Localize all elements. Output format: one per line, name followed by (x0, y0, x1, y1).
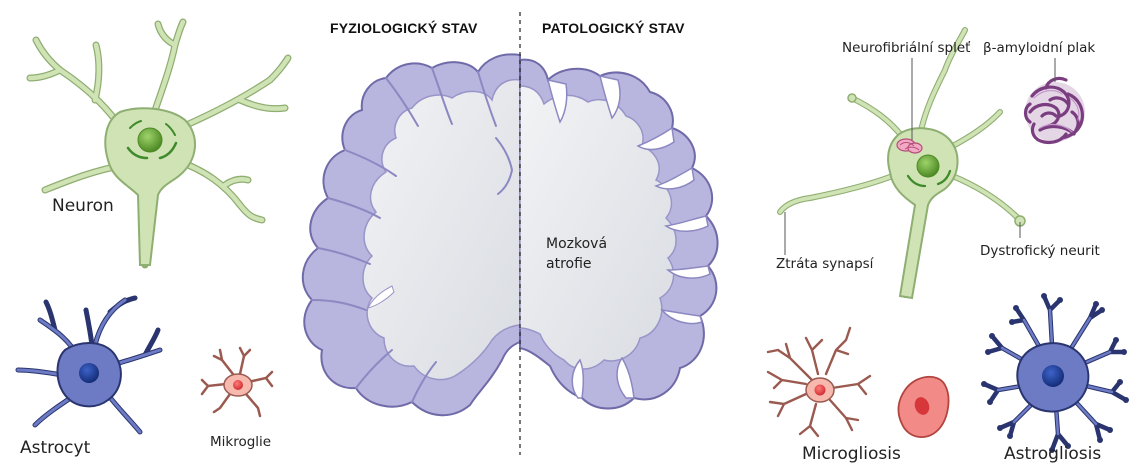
label-neuron: Neuron (52, 196, 114, 216)
microglia-nucleus (233, 380, 243, 390)
healthy-astrocyte (18, 298, 160, 432)
neuron-nucleus (138, 128, 162, 152)
brain-section (303, 12, 718, 455)
label-atrophy-line2: atrofie (546, 256, 592, 272)
healthy-microglia (202, 348, 272, 416)
label-synapse-loss: Ztráta synapsí (776, 256, 873, 272)
activated-microglia (768, 328, 870, 436)
label-plaque: β-amyloidní plak (983, 40, 1095, 56)
header-pathological: PATOLOGICKÝ STAV (542, 20, 685, 36)
label-tangle: Neurofibriální spleť (842, 40, 970, 56)
label-astrogliosis: Astrogliosis (1004, 444, 1101, 464)
header-physiological: FYZIOLOGICKÝ STAV (330, 20, 478, 36)
label-microgliosis: Microgliosis (802, 444, 901, 464)
pathological-neuron-nucleus (917, 155, 939, 177)
amyloid-plaque (1025, 58, 1085, 143)
healthy-neuron (30, 22, 288, 265)
label-dystrophic: Dystrofický neurit (980, 243, 1100, 259)
label-astrocyte: Astrocyt (20, 438, 90, 458)
amoeboid-microglia (898, 377, 948, 437)
label-atrophy-line1: Mozková (546, 236, 607, 252)
label-microglia: Mikroglie (210, 434, 271, 450)
reactive-astrocyte (981, 293, 1129, 453)
astrocyte-nucleus (79, 363, 99, 383)
